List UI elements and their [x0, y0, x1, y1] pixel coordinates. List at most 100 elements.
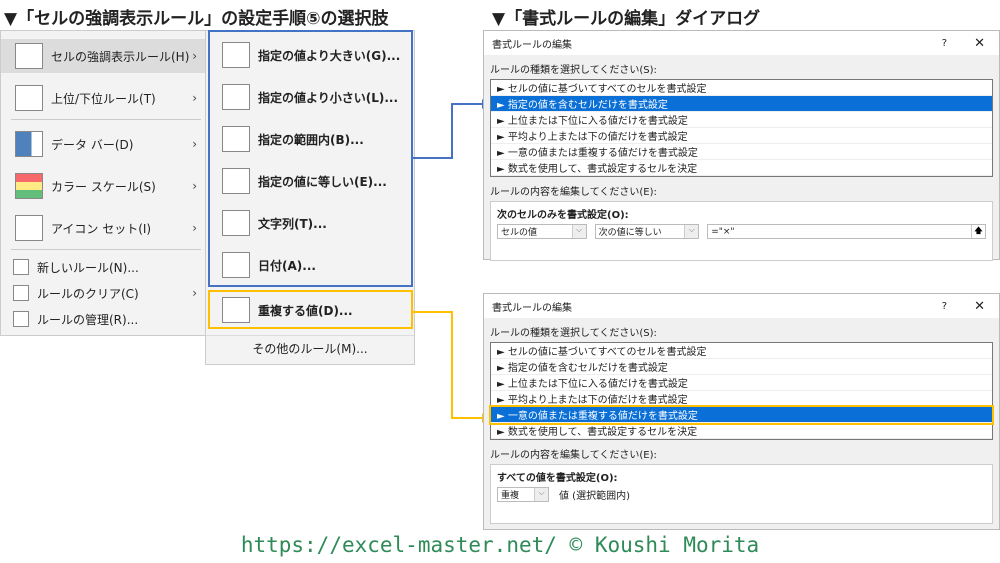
- manage-rules-icon: [13, 311, 29, 327]
- new-rule-icon: [13, 259, 29, 275]
- rule-type-item[interactable]: ► 一意の値または重複する値だけを書式設定: [491, 144, 992, 160]
- rule-type-item[interactable]: ► 平均より上または下の値だけを書式設定: [491, 391, 992, 407]
- left-heading: ▼「セルの強調表示ルール」の設定手順⑤の選択肢: [4, 9, 389, 29]
- rule-type-label: ルールの種類を選択してください(S):: [490, 328, 657, 339]
- chevron-right-icon: ›: [192, 49, 197, 63]
- divider: [11, 249, 201, 250]
- between-icon: [222, 126, 250, 152]
- close-button[interactable]: ✕: [974, 35, 985, 51]
- rule-type-item[interactable]: ► 上位または下位に入る値だけを書式設定: [491, 112, 992, 128]
- rule-type-item[interactable]: ► 数式を使用して、書式設定するセルを決定: [491, 160, 992, 176]
- highlight-rules-icon: [15, 43, 43, 69]
- chevron-right-icon: ›: [192, 221, 197, 235]
- rule-type-item[interactable]: ► セルの値に基づいてすべてのセルを書式設定: [491, 343, 992, 359]
- top-bottom-icon: [15, 85, 43, 111]
- chevron-down-icon: ⌵: [684, 225, 699, 238]
- rule-type-item-selected[interactable]: ► 指定の値を含むセルだけを書式設定: [491, 96, 992, 112]
- chevron-right-icon: ›: [192, 179, 197, 193]
- icon-sets-icon: [15, 215, 43, 241]
- range-select-icon[interactable]: 🡅: [970, 225, 985, 238]
- rule-edit-label: ルールの内容を編集してください(E):: [490, 450, 657, 461]
- less-than-icon: [222, 84, 250, 110]
- menu-label: アイコン セット(I): [51, 221, 152, 236]
- menu-label: セルの強調表示ルール(H): [51, 49, 190, 64]
- help-button[interactable]: ?: [941, 300, 947, 312]
- help-button[interactable]: ?: [941, 37, 947, 49]
- submenu-between[interactable]: 指定の範囲内(B)...: [206, 119, 414, 159]
- menu-label: データ バー(D): [51, 137, 134, 152]
- menu-item-top-bottom[interactable]: 上位/下位ルール(T)›: [1, 81, 205, 115]
- section-heading: 次のセルのみを書式設定(O):: [497, 210, 629, 221]
- submenu-greater-than[interactable]: 指定の値より大きい(G)...: [206, 35, 414, 75]
- divider: [11, 119, 201, 120]
- menu-item-manage-rules[interactable]: ルールの管理(R)...: [1, 307, 205, 331]
- conditional-format-menu: セルの強調表示ルール(H)› 上位/下位ルール(T)› データ バー(D)› カ…: [0, 30, 206, 336]
- rule-type-item[interactable]: ► 平均より上または下の値だけを書式設定: [491, 128, 992, 144]
- data-bars-icon: [15, 131, 43, 157]
- duplicate-unique-combo[interactable]: 重複⌵: [497, 487, 549, 502]
- right-heading: ▼「書式ルールの編集」ダイアログ: [492, 9, 761, 29]
- close-button[interactable]: ✕: [974, 298, 985, 314]
- rule-type-label: ルールの種類を選択してください(S):: [490, 65, 657, 76]
- submenu-label: 指定の値より小さい(L)...: [258, 90, 399, 105]
- menu-label: カラー スケール(S): [51, 179, 156, 194]
- chevron-down-icon: ⌵: [534, 488, 548, 501]
- value-input[interactable]: ="×" 🡅: [707, 224, 986, 239]
- rule-type-item[interactable]: ► 上位または下位に入る値だけを書式設定: [491, 375, 992, 391]
- submenu-equal-to[interactable]: 指定の値に等しい(E)...: [206, 161, 414, 201]
- submenu-label: その他のルール(M)...: [252, 342, 368, 356]
- menu-label: 新しいルール(N)...: [37, 260, 139, 275]
- submenu-label: 指定の範囲内(B)...: [258, 132, 364, 147]
- color-scales-icon: [15, 173, 43, 199]
- submenu-less-than[interactable]: 指定の値より小さい(L)...: [206, 77, 414, 117]
- blue-arrow: [413, 103, 486, 159]
- rule-type-list: ► セルの値に基づいてすべてのセルを書式設定 ► 指定の値を含むセルだけを書式設…: [490, 79, 993, 177]
- text-icon: [222, 210, 250, 236]
- orange-arrow: [413, 311, 486, 419]
- submenu-duplicate-values[interactable]: 重複する値(D)...: [206, 293, 414, 327]
- rule-edit-label: ルールの内容を編集してください(E):: [490, 187, 657, 198]
- rule-type-list: ► セルの値に基づいてすべてのセルを書式設定 ► 指定の値を含むセルだけを書式設…: [489, 342, 994, 440]
- submenu-text-contains[interactable]: 文字列(T)...: [206, 203, 414, 243]
- duplicate-values-icon: [222, 297, 250, 323]
- orange-highlight-box: [208, 290, 413, 329]
- footer-credit: https://excel-master.net/ © Koushi Morit…: [240, 533, 760, 557]
- rule-edit-box: 次のセルのみを書式設定(O): セルの値⌵ 次の値に等しい ⌵ ="×" 🡅: [490, 201, 993, 261]
- submenu-more-rules[interactable]: その他のルール(M)...: [206, 335, 414, 361]
- edit-rule-dialog-1: 書式ルールの編集? ✕ ルールの種類を選択してください(S): ► セルの値に基づ…: [483, 30, 1000, 261]
- combo-value: 次の値に等しい: [598, 228, 662, 238]
- input-value: ="×": [711, 226, 735, 237]
- submenu-label: 指定の値に等しい(E)...: [258, 174, 387, 189]
- blue-highlight-box: [208, 30, 413, 287]
- menu-item-clear-rules[interactable]: ルールのクリア(C) ›: [1, 281, 205, 305]
- rule-type-item-selected[interactable]: ► 一意の値または重複する値だけを書式設定: [489, 405, 994, 425]
- dialog-titlebar: 書式ルールの編集? ✕: [484, 294, 999, 318]
- rule-type-item[interactable]: ► セルの値に基づいてすべてのセルを書式設定: [491, 80, 992, 96]
- date-icon: [222, 252, 250, 278]
- rule-edit-box: すべての値を書式設定(O): 重複⌵ 値 (選択範囲内): [490, 464, 993, 524]
- chevron-right-icon: ›: [192, 286, 197, 300]
- menu-item-new-rule[interactable]: 新しいルール(N)...: [1, 255, 205, 279]
- dialog-title: 書式ルールの編集: [492, 302, 572, 314]
- suffix-label: 値 (選択範囲内): [559, 491, 630, 502]
- menu-item-color-scales[interactable]: カラー スケール(S) ›: [1, 169, 205, 203]
- chevron-right-icon: ›: [192, 137, 197, 151]
- dialog-title: 書式ルールの編集: [492, 39, 572, 51]
- submenu-date[interactable]: 日付(A)...: [206, 245, 414, 285]
- chevron-right-icon: ›: [192, 91, 197, 105]
- clear-rules-icon: [13, 285, 29, 301]
- menu-label: ルールの管理(R)...: [37, 312, 139, 327]
- section-heading: すべての値を書式設定(O):: [497, 473, 618, 484]
- submenu-label: 日付(A)...: [258, 258, 316, 273]
- menu-item-highlight-rules[interactable]: セルの強調表示ルール(H)›: [1, 39, 205, 73]
- operator-combo[interactable]: 次の値に等しい ⌵: [594, 224, 700, 239]
- menu-item-icon-sets[interactable]: アイコン セット(I) ›: [1, 211, 205, 245]
- rule-type-item[interactable]: ► 数式を使用して、書式設定するセルを決定: [491, 423, 992, 439]
- cell-value-combo[interactable]: セルの値⌵: [497, 224, 587, 239]
- menu-item-data-bars[interactable]: データ バー(D) ›: [1, 127, 205, 161]
- dialog-titlebar: 書式ルールの編集? ✕: [484, 31, 999, 55]
- rule-type-item[interactable]: ► 指定の値を含むセルだけを書式設定: [491, 359, 992, 375]
- combo-value: セルの値: [501, 228, 538, 238]
- menu-label: ルールのクリア(C): [37, 286, 139, 301]
- highlight-rules-submenu: 指定の値より大きい(G)... 指定の値より小さい(L)... 指定の範囲内(B…: [205, 30, 415, 365]
